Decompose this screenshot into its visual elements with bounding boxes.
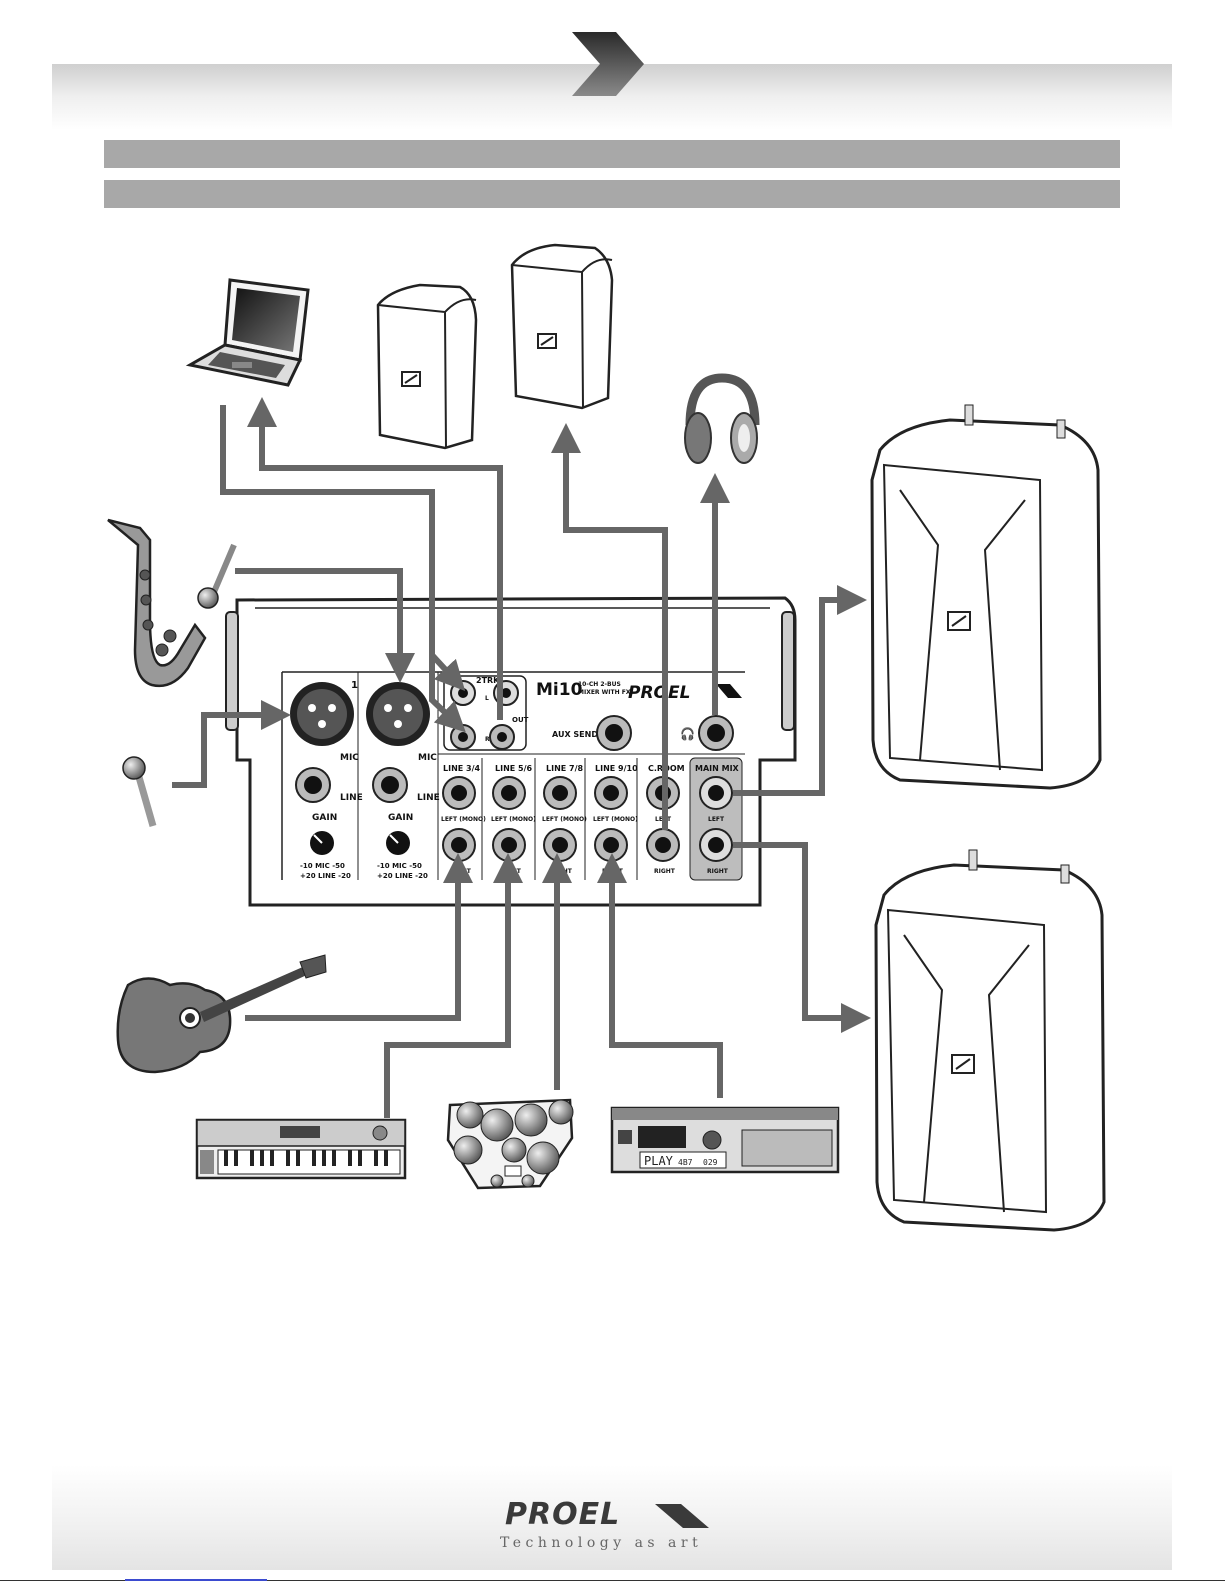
cable-main-left [733,585,867,796]
chevron-logo-icon [572,32,644,96]
line34-label: LINE 3/4 [443,764,481,773]
microphone-icon [122,756,157,827]
cable-sax-mic-to-ch2 [235,568,415,683]
mixer-model: Mi10 [536,680,583,700]
acoustic-guitar-icon [116,954,327,1074]
section-title-bar [104,140,1120,168]
headphones-jack-icon: 🎧 [680,727,695,741]
small-speaker-icon [376,283,478,450]
footer-rule [0,1580,1225,1581]
left-mono-label: LEFT (MONO) [441,816,486,823]
gain-label: GAIN [388,813,413,823]
cable-rack-device [597,853,723,1098]
device-display-number: 029 [703,1158,718,1167]
device-display-text: PLAY [644,1154,674,1168]
section-subtitle-bar [104,180,1120,208]
large-speaker-icon [870,404,1102,790]
rack-device-icon: PLAY 4B7 029 [610,1106,840,1174]
drum-pad-icon [446,1098,574,1190]
cable-2trk-in-r [429,650,466,733]
cable-guitar [245,853,473,1021]
cable-main-right [733,842,871,1033]
mixer-subtitle: MIXER WITH FX [578,689,631,696]
left-mono-label: LEFT (MONO) [542,816,587,823]
footer-band [52,1465,1172,1570]
keyboard-synth-icon [195,1118,407,1180]
cable-mic-to-ch1 [172,700,291,788]
footer-tagline: Technology as art [500,1535,703,1551]
line-label: LINE [417,793,440,803]
gain-label: GAIN [312,813,337,823]
gain-scale-label: +20 LINE -20 [377,872,428,880]
left-mono-label: LEFT (MONO) [593,816,638,823]
right-label: RIGHT [707,868,729,875]
mixer-brand: PROEL [628,683,690,703]
left-label: LEFT [708,816,725,823]
right-label: RIGHT [654,868,676,875]
mic-label: MIC [340,753,359,763]
2trk-l-label: L [485,695,489,702]
cables [172,397,871,1118]
mainmix-label: MAIN MIX [695,764,740,773]
cable-aux-to-monitor [551,423,668,830]
line910-label: LINE 9/10 [595,764,638,773]
gain-scale-label: +20 LINE -20 [300,872,351,880]
2trk-r-label: R [485,736,490,743]
large-speaker-icon [874,849,1106,1232]
footer-brand: PROEL [505,1497,621,1532]
line78-label: LINE 7/8 [546,764,584,773]
device-display-number: 4B7 [678,1158,693,1167]
mixer-panel: 1 MIC MIC LINE LINE GAIN GAIN -10 MIC -5… [225,596,797,907]
laptop-icon [185,278,310,387]
microphone-icon [197,543,237,609]
proel-logo-icon [655,1504,709,1528]
headphones-icon [684,373,760,464]
gain-scale-label: -10 MIC -50 [300,862,345,870]
2trk-label: 2TRK [476,676,500,685]
footer-link-underline [125,1579,267,1581]
gain-scale-label: -10 MIC -50 [377,862,422,870]
line-label: LINE [340,793,363,803]
cable-laptop-to-2trk-in [220,405,466,692]
small-speaker-icon [510,243,614,410]
saxophone-icon [107,518,207,688]
mic-label: MIC [418,753,437,763]
aux-send-label: AUX SEND [552,730,598,739]
cable-2trk-out-to-laptop [247,397,503,720]
left-mono-label: LEFT (MONO) [491,816,536,823]
cable-keyboard [384,853,523,1118]
line56-label: LINE 5/6 [495,764,533,773]
2trk-out-label: OUT [512,716,529,724]
ch1-number-label: 1 [351,680,358,691]
mixer-subtitle: 10-CH 2-BUS [578,681,621,688]
